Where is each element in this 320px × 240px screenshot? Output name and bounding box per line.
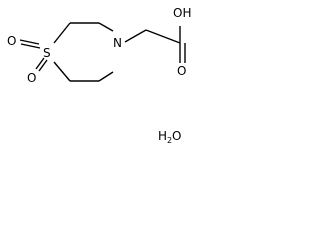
- structure-svg: S N O O OH O H 2 O: [7, 6, 191, 145]
- water-hydrogen: H: [158, 129, 167, 143]
- bond-s-o-bottom-b: [38, 59, 48, 72]
- bond-s-o-bottom-a: [35, 57, 45, 70]
- bond-s-o-top-b: [20, 43, 41, 49]
- atom-hydroxyl: OH: [173, 6, 191, 20]
- atom-oxygen-sulfonyl-top: O: [7, 34, 16, 48]
- bond-s-o-top-a: [19, 39, 40, 45]
- bond-ch2-c: [145, 29, 181, 44]
- bond-n-ring-upper: [98, 22, 114, 32]
- atom-oxygen-sulfonyl-bottom: O: [27, 71, 36, 85]
- atom-oxygen-carbonyl: O: [177, 64, 186, 78]
- bond-n-ch2: [124, 29, 147, 43]
- bond-s-ring-lower: [53, 61, 71, 82]
- atom-sulfur: S: [43, 46, 51, 60]
- water-subscript: 2: [167, 136, 172, 145]
- bond-ring-lower-n: [98, 71, 114, 82]
- water-oxygen: O: [172, 129, 181, 143]
- bond-ring-upper-s: [53, 22, 71, 44]
- atom-nitrogen: N: [113, 36, 122, 50]
- molecule-diagram: S N O O OH O H 2 O: [0, 0, 239, 154]
